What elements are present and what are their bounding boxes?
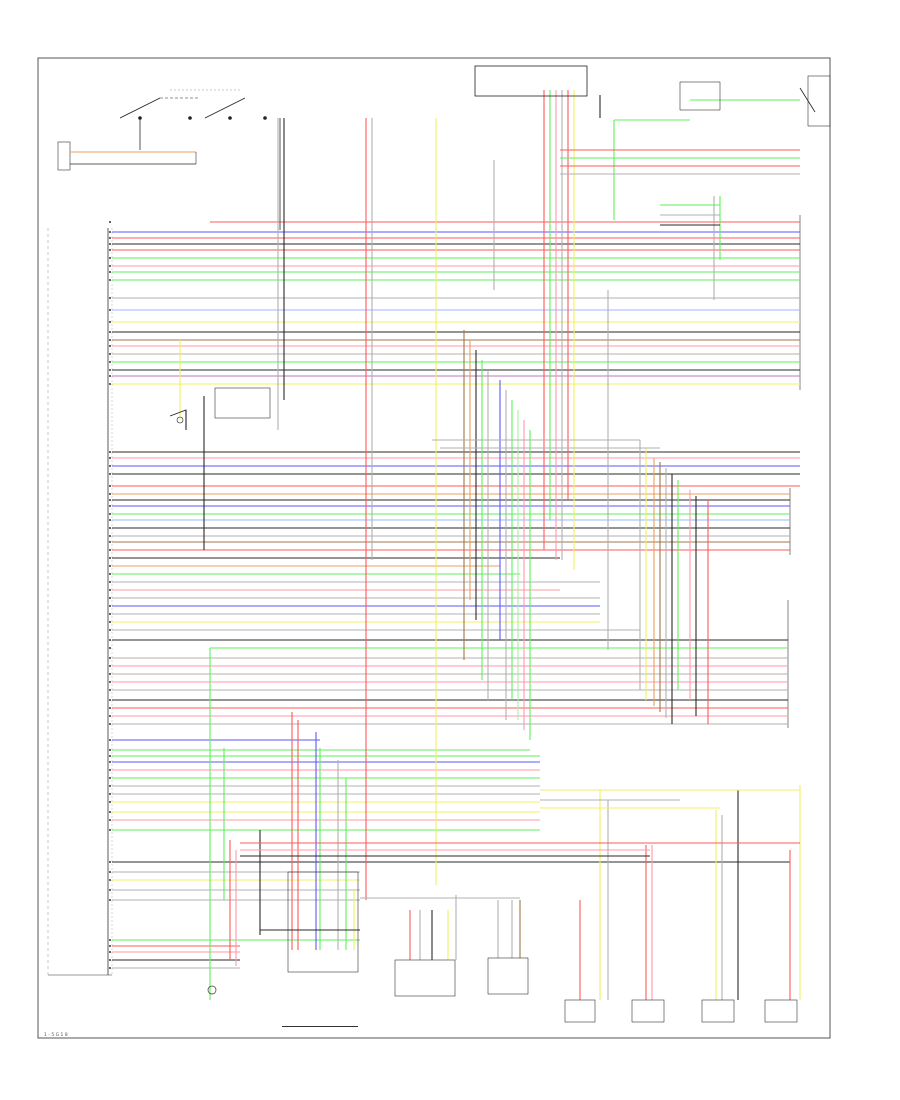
connector-pin — [109, 361, 111, 363]
connector-pin — [109, 819, 111, 821]
relay-mid — [169, 387, 271, 428]
connector-pin — [109, 945, 111, 947]
connector-pins — [109, 221, 111, 969]
connector-pin — [109, 723, 111, 725]
connector-pin — [109, 769, 111, 771]
fuse-block — [57, 141, 197, 171]
right-connector-pins — [787, 215, 801, 728]
connector-pin — [109, 221, 111, 223]
connector-pin — [109, 231, 111, 233]
connector-pin — [109, 457, 111, 459]
ignition-switch — [119, 89, 267, 120]
connector-pin — [109, 785, 111, 787]
connector-pin — [109, 749, 111, 751]
connector-pin — [109, 689, 111, 691]
connector-pin — [109, 331, 111, 333]
connector-pin — [109, 967, 111, 969]
connector-pin — [109, 243, 111, 245]
connector-pin — [109, 451, 111, 453]
connector-pin — [109, 621, 111, 623]
diagram-border — [37, 57, 831, 1039]
connector-pin — [109, 339, 111, 341]
connector-pin — [109, 465, 111, 467]
connector-pin — [109, 369, 111, 371]
connector-pin — [109, 739, 111, 741]
connector-pin — [109, 527, 111, 529]
connector-pin — [109, 761, 111, 763]
connector-pin — [109, 581, 111, 583]
connector-pin — [109, 485, 111, 487]
connector-pin — [109, 549, 111, 551]
connector-pin — [109, 383, 111, 385]
connector-pin — [109, 657, 111, 659]
connector-pin — [109, 871, 111, 873]
connector-pin — [109, 939, 111, 941]
connector-pin — [109, 321, 111, 323]
control-module-pins — [107, 228, 113, 975]
connector-pin — [109, 777, 111, 779]
connector-pin — [109, 715, 111, 717]
connector-pin — [109, 665, 111, 667]
relay-box-top — [474, 65, 831, 127]
connector-pin — [109, 309, 111, 311]
connector-pin — [109, 861, 111, 863]
connector-pin — [109, 639, 111, 641]
connector-pin — [109, 793, 111, 795]
connector-pin — [109, 959, 111, 961]
connector-pin — [109, 699, 111, 701]
connector-pin — [109, 573, 111, 575]
connector-pin — [109, 535, 111, 537]
connector-pin — [109, 257, 111, 259]
connector-pin — [109, 755, 111, 757]
connector-pin — [109, 801, 111, 803]
connector-pin — [109, 597, 111, 599]
connector-pin — [109, 249, 111, 251]
connector-pin — [109, 271, 111, 273]
connector-pin — [109, 345, 111, 347]
connector-pin — [109, 589, 111, 591]
connector-pin — [109, 681, 111, 683]
connector-pin — [109, 519, 111, 521]
connector-pin — [109, 951, 111, 953]
connector-pin — [109, 279, 111, 281]
connector-pin — [109, 473, 111, 475]
connector-pin — [109, 647, 111, 649]
bottom-components — [207, 871, 798, 1027]
connector-pin — [109, 707, 111, 709]
connector-pin — [109, 899, 111, 901]
connector-pin — [109, 499, 111, 501]
connector-pin — [109, 673, 111, 675]
connector-pin — [109, 513, 111, 515]
connector-pin — [109, 353, 111, 355]
connector-pin — [109, 541, 111, 543]
wire-harness — [112, 90, 801, 1000]
connector-pin — [109, 613, 111, 615]
connector-pin — [109, 829, 111, 831]
connector-pin — [109, 879, 111, 881]
footer-code: 1 - 5 G 1 8 — [44, 1032, 68, 1038]
ecm-outline — [47, 228, 112, 976]
connector-pin — [109, 629, 111, 631]
connector-pin — [109, 889, 111, 891]
connector-pin — [109, 493, 111, 495]
connector-pin — [109, 237, 111, 239]
connector-pin — [109, 297, 111, 299]
connector-pin — [109, 605, 111, 607]
connector-pin — [109, 557, 111, 559]
connector-pin — [109, 811, 111, 813]
connector-pin — [109, 565, 111, 567]
connector-pin — [109, 505, 111, 507]
connector-pin — [109, 375, 111, 377]
connector-pin — [109, 265, 111, 267]
